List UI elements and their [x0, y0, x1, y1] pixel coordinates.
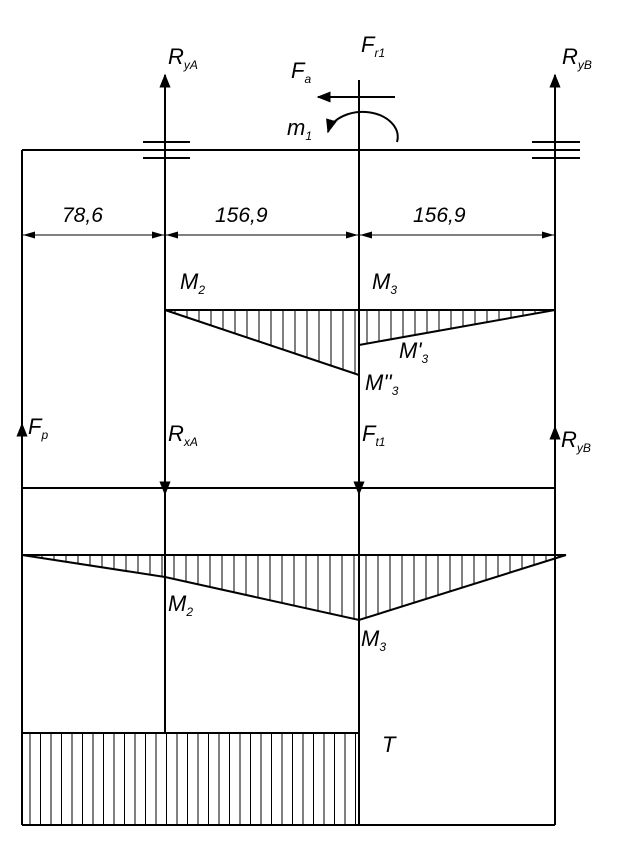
bearing-b-symbol [532, 141, 580, 159]
m3-double-prime-label: M''3 [365, 370, 399, 398]
m1-label: m1 [287, 115, 312, 143]
vertical-moment-diagram [164, 309, 556, 376]
f-t1-label: Ft1 [362, 421, 385, 449]
f-r1-label: Fr1 [361, 32, 385, 60]
r-yb-top-label: RyB [562, 44, 592, 72]
torque-hatching [29, 733, 356, 825]
horizontal-moment-diagram [21, 554, 567, 622]
vertical-moment-hatching [174, 310, 548, 374]
dimension-3: 156,9 [413, 204, 466, 227]
r-yb-mid-label: RyB [561, 427, 591, 455]
dimension-2: 156,9 [215, 204, 268, 227]
m3-vertical-label: M3 [372, 269, 397, 297]
m2-horizontal-label: M2 [168, 591, 193, 619]
horizontal-moment-hatching [29, 555, 559, 619]
torque-label: T [382, 732, 397, 757]
m2-vertical-label: M2 [180, 269, 205, 297]
m3-prime-label: M'3 [399, 338, 429, 366]
f-a-label: Fa [291, 58, 311, 86]
f-p-label: Fp [28, 414, 48, 442]
r-ya-top-label: RyA [168, 44, 198, 72]
dimension-1: 78,6 [62, 204, 103, 227]
beam-scheme [21, 80, 556, 826]
m1-moment-arrow [326, 110, 399, 143]
r-xa-label: RxA [168, 421, 198, 449]
m3-horizontal-label: M3 [361, 626, 386, 654]
bearing-a-symbol [143, 141, 190, 159]
